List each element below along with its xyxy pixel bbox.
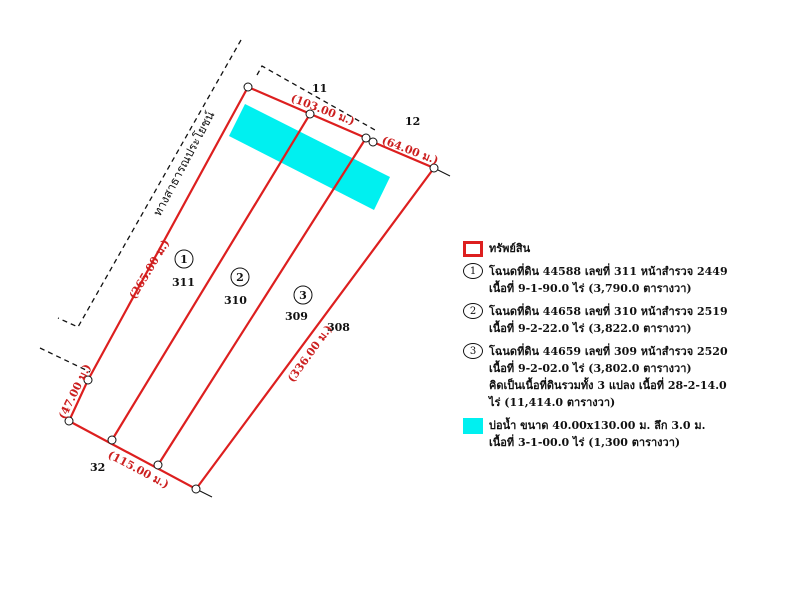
legend: ทรัพย์สิน 1 โฉนดที่ดิน 44588 เลขที่ 311 … [463, 240, 773, 457]
adjacent-label-32: 32 [90, 461, 105, 474]
pond-area: เนื้อที่ 3-1-00.0 ไร่ (1,300 ตารางวา) [489, 436, 681, 449]
plot-1-area: เนื้อที่ 9-1-90.0 ไร่ (3,790.0 ตารางวา) [489, 282, 692, 295]
svg-text:1: 1 [180, 253, 188, 266]
plot-3-icon: 3 [463, 343, 483, 359]
corner-marker [83, 375, 93, 385]
total-area-line1: คิดเป็นเนื้อที่ดินรวมทั้ง 3 แปลง เนื้อที… [489, 379, 727, 392]
corner-marker [429, 163, 439, 173]
pond-swatch [463, 418, 483, 434]
svg-text:3: 3 [299, 289, 307, 302]
plot-marker-2: 2 [230, 267, 250, 287]
plot-marker-1: 1 [174, 249, 194, 269]
divider-1-2 [111, 113, 311, 441]
legend-pond: บ่อน้ำ ขนาด 40.00x130.00 ม. ลึก 3.0 ม. เ… [463, 417, 773, 451]
legend-plot-3: 3 โฉนดที่ดิน 44659 เลขที่ 309 หน้าสำรวจ … [463, 343, 773, 411]
asset-label: ทรัพย์สิน [489, 242, 531, 255]
dim-top-right: (64.00 ม.) [380, 134, 440, 168]
svg-text:2: 2 [236, 271, 244, 284]
corner-markers [64, 82, 439, 494]
parcel-number-309: 309 [285, 310, 308, 323]
corner-marker [153, 460, 163, 470]
road-edge-upper [57, 39, 242, 328]
plot-1-icon: 1 [463, 263, 483, 279]
corner-marker [361, 133, 371, 143]
dim-left-long: (265.00 ม.) [126, 237, 172, 301]
asset-swatch [463, 241, 483, 257]
plot-2-icon: 2 [463, 303, 483, 319]
pond-size: บ่อน้ำ ขนาด 40.00x130.00 ม. ลึก 3.0 ม. [489, 419, 706, 432]
legend-asset: ทรัพย์สิน [463, 240, 773, 257]
plot-2-deed: โฉนดที่ดิน 44658 เลขที่ 310 หน้าสำรวจ 25… [489, 305, 728, 318]
total-area-line2: ไร่ (11,414.0 ตารางวา) [489, 396, 616, 409]
corner-marker [243, 82, 253, 92]
corner-marker [305, 109, 315, 119]
adjacent-label-11: 11 [312, 82, 327, 95]
parcel-number-311: 311 [172, 276, 195, 289]
corner-marker [368, 137, 378, 147]
parcel-number-310: 310 [224, 294, 247, 307]
adjacent-label-308: 308 [327, 321, 350, 334]
road-edge-lower [39, 347, 91, 373]
pond [229, 104, 390, 210]
corner-marker [107, 435, 117, 445]
plot-2-area: เนื้อที่ 9-2-22.0 ไร่ (3,822.0 ตารางวา) [489, 322, 692, 335]
adjacent-label-12: 12 [405, 115, 420, 128]
corner-marker [191, 484, 201, 494]
legend-plot-1: 1 โฉนดที่ดิน 44588 เลขที่ 311 หน้าสำรวจ … [463, 263, 773, 297]
divider-2-3 [157, 137, 367, 466]
dim-left-short: (47.00 ม.) [56, 362, 94, 421]
plot-3-deed: โฉนดที่ดิน 44659 เลขที่ 309 หน้าสำรวจ 25… [489, 345, 728, 358]
road-edges [39, 39, 376, 373]
plot-marker-3: 3 [293, 285, 313, 305]
legend-plot-2: 2 โฉนดที่ดิน 44658 เลขที่ 310 หน้าสำรวจ … [463, 303, 773, 337]
plot-1-deed: โฉนดที่ดิน 44588 เลขที่ 311 หน้าสำรวจ 24… [489, 265, 728, 278]
road-edge-top [256, 65, 376, 131]
corner-marker [64, 416, 74, 426]
plot-3-area: เนื้อที่ 9-2-02.0 ไร่ (3,802.0 ตารางวา) [489, 362, 692, 375]
